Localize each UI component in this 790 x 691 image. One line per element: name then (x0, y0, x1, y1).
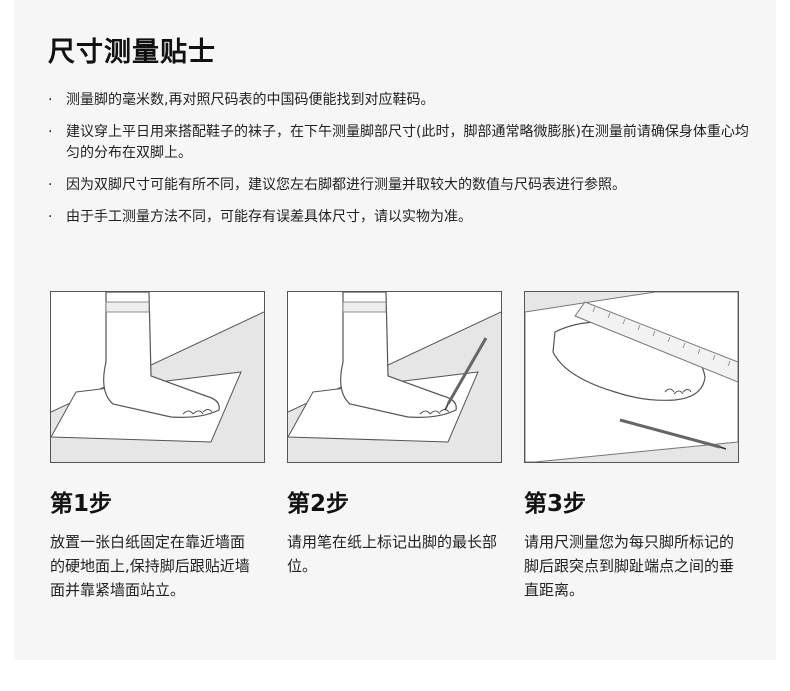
page-title: 尺寸测量贴士 (48, 37, 216, 68)
step-3-title: 第3步 (524, 491, 587, 517)
tip-item: ·测量脚的毫米数,再对照尺码表的中国码便能找到对应鞋码。 (48, 90, 783, 111)
bullet-dot: · (48, 92, 53, 108)
step-1-description: 放置一张白纸固定在靠近墙面的硬地面上,保持脚后跟贴近墙面并靠紧墙面站立。 (50, 533, 250, 599)
step-2-illustration (287, 291, 502, 463)
tips-list: ·测量脚的毫米数,再对照尺码表的中国码便能找到对应鞋码。 ·建议穿上平日用来搭配… (48, 90, 783, 239)
step-3-description: 请用尺测量您为每只脚所标记的脚后跟突点到脚趾端点之间的垂直距离。 (524, 533, 735, 599)
bullet-dot: · (48, 177, 53, 193)
step-2-description: 请用笔在纸上标记出脚的最长部位。 (287, 533, 498, 575)
step-1-title: 第1步 (50, 491, 113, 517)
tip-item: ·因为双脚尺寸可能有所不同，建议您左右脚都进行测量并取较大的数值与尺码表进行参照… (48, 175, 783, 196)
bullet-dot: · (48, 124, 53, 140)
step-1-illustration (50, 291, 265, 463)
tip-item: ·建议穿上平日用来搭配鞋子的袜子，在下午测量脚部尺寸(此时，脚部通常略微膨胀)在… (48, 124, 749, 161)
step-2-title: 第2步 (287, 491, 350, 517)
tip-item: ·由于手工测量方法不同，可能存有误差具体尺寸，请以实物为准。 (48, 207, 783, 228)
bullet-dot: · (48, 209, 53, 225)
step-3-illustration (524, 291, 739, 463)
